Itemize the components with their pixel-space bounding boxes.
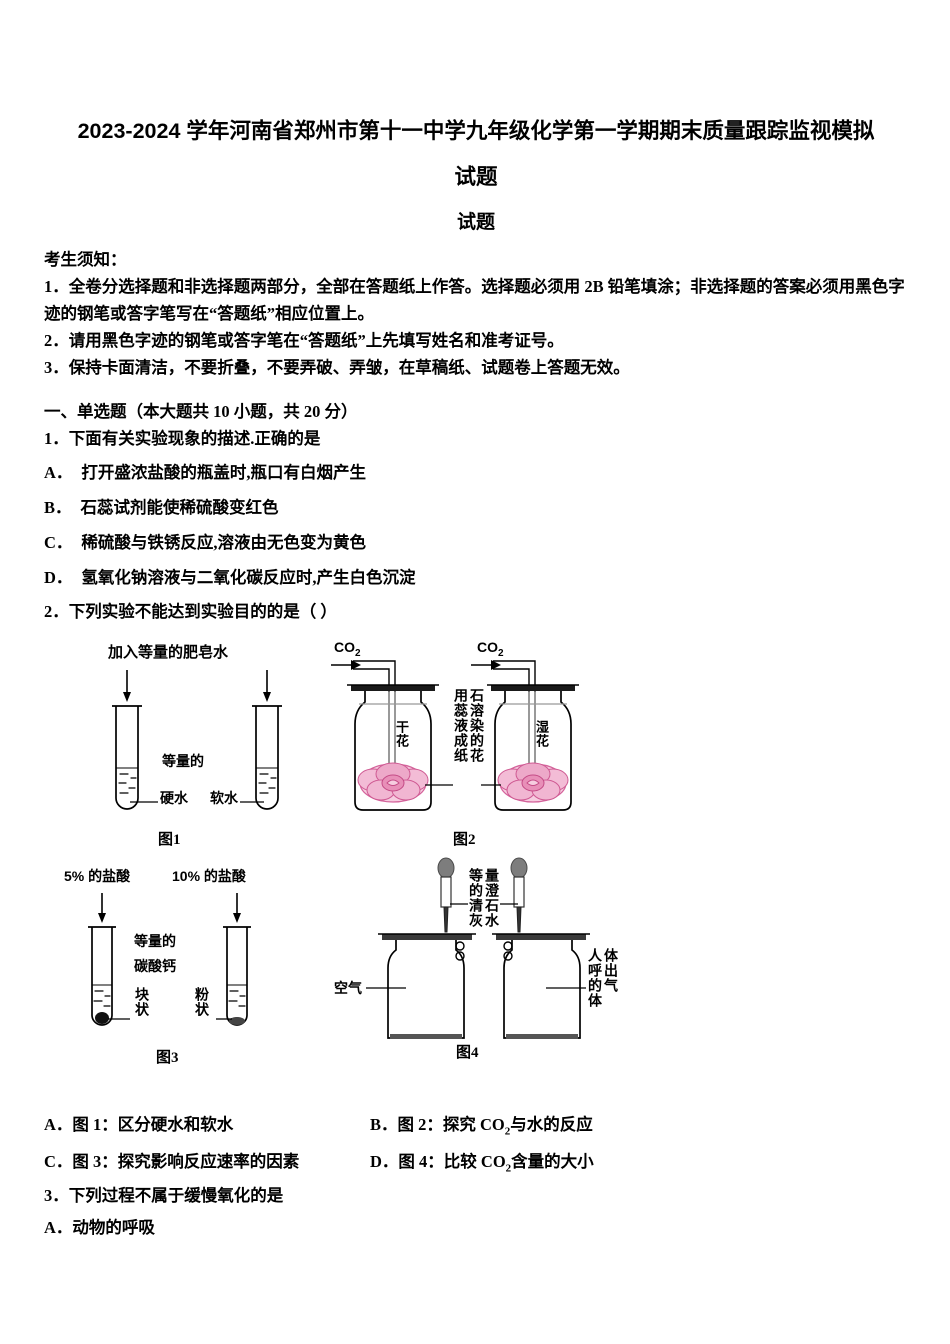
page-title-line2: 试题 <box>454 165 498 189</box>
figure-2-gas-label-right: CO2 <box>477 639 504 659</box>
figure-2-bottle-left-label: 干花 <box>394 720 409 748</box>
option-label: B． <box>370 1115 398 1134</box>
gas-formula-subscript: 2 <box>498 647 504 659</box>
question-2-option-b: B．图 2：探究 CO2与水的反应 <box>370 1111 593 1137</box>
figure-caption-word: 图 <box>156 1049 172 1066</box>
notice-item-1: 1．全卷分选择题和非选择题两部分，全部在答题纸上作答。选择题必须用 2B 铅笔填… <box>44 277 905 323</box>
figure-caption-word: 图 <box>456 1044 472 1061</box>
question-2-figure-group: 加入等量的肥皂水 <box>44 636 906 1076</box>
candidate-notice: 考生须知： 1．全卷分选择题和非选择题两部分，全部在答题纸上作答。选择题必须用 … <box>44 246 906 381</box>
notice-item-2: 2．请用黑色字迹的钢笔或答字笔在“答题纸”上先填写姓名和准考证号。 <box>44 331 564 350</box>
figure-3-reaction-rate-factors: 5% 的盐酸 10% 的盐酸 <box>44 861 334 1071</box>
figure-4-left-label: 空气 <box>334 980 362 996</box>
figure-3-left-top-label: 5% 的盐酸 <box>64 868 131 884</box>
litmus-paper-flower-right <box>497 762 569 803</box>
figure-2-co2-water-reaction: CO2 CO2 <box>329 636 629 851</box>
option-text: 图 1：区分硬水和软水 <box>72 1115 234 1134</box>
option-label: C． <box>44 1152 73 1171</box>
option-text: 图 4：比较 CO <box>398 1152 506 1171</box>
option-subscript: 2 <box>504 1125 511 1138</box>
figure-3-drawing <box>88 893 251 1026</box>
page-title: 2023-2024 学年河南省郑州市第十一中学九年级化学第一学期期末质量跟踪监视… <box>48 108 904 200</box>
figure-4-co2-content-comparison: 等的清灰 量澄石水 空气 人呼的体 体出气 图4 <box>334 856 634 1071</box>
question-2-option-c: C．图 3：探究影响反应速率的因素 <box>44 1148 299 1172</box>
notice-item-3: 3．保持卡面清洁，不要折叠，不要弄破、弄皱，在草稿纸、试题卷上答题无效。 <box>44 358 630 377</box>
figure-caption-number: 4 <box>471 1045 479 1061</box>
figure-4-right-column-1: 人呼的体 <box>587 948 603 1008</box>
option-text: 石蕊试剂能使稀硫酸变红色 <box>80 498 279 517</box>
figure-1-drawing <box>112 670 282 810</box>
page-subtitle: 试题 <box>456 212 495 233</box>
gas-formula: CO <box>477 639 498 655</box>
figure-caption-word: 图 <box>453 831 469 848</box>
option-label: A． <box>44 1115 73 1134</box>
question-1-option-a: A． 打开盛浓盐酸的瓶盖时,瓶口有白烟产生 <box>44 459 366 483</box>
figure-4-drawing <box>366 857 590 1039</box>
option-label: B． <box>44 498 72 517</box>
option-text: 氢氧化钠溶液与二氧化碳反应时,产生白色沉淀 <box>81 568 416 587</box>
figure-4-right-column-2: 体出气 <box>603 948 619 993</box>
figure-3-caption: 图3 <box>156 1046 179 1067</box>
figure-1-caption: 图1 <box>158 828 181 849</box>
figure-3-middle-label-line2: 碳酸钙 <box>134 958 176 974</box>
question-2-option-d: D．图 4：比较 CO2含量的大小 <box>370 1148 594 1174</box>
notice-heading: 考生须知： <box>44 250 127 269</box>
option-label: A． <box>44 463 73 482</box>
option-label: D． <box>44 568 73 587</box>
option-subscript: 2 <box>505 1162 512 1175</box>
figure-1-top-label: 加入等量的肥皂水 <box>108 644 229 661</box>
option-text: 打开盛浓盐酸的瓶盖时,瓶口有白烟产生 <box>81 463 367 482</box>
option-label: D． <box>370 1152 399 1171</box>
option-text-suffix: 与水的反应 <box>510 1115 593 1134</box>
figure-2-drawing <box>331 660 579 811</box>
figure-1-left-label: 硬水 <box>160 790 188 806</box>
section-heading: 一、单选题（本大题共 10 小题，共 20 分） <box>44 402 358 421</box>
figure-caption-number: 3 <box>171 1050 179 1066</box>
question-3-option-a: A．动物的呼吸 <box>44 1218 155 1237</box>
question-1-option-d: D． 氢氧化钠溶液与二氧化碳反应时,产生白色沉淀 <box>44 564 416 588</box>
question-1-option-b: B． 石蕊试剂能使稀硫酸变红色 <box>44 494 279 518</box>
gas-formula-subscript: 2 <box>355 647 361 659</box>
dropper-right <box>510 857 528 933</box>
dropper-left <box>437 857 455 933</box>
figure-3-right-state-label: 粉状 <box>194 987 210 1017</box>
figure-4-middle-column-1: 等的清灰 <box>468 868 484 928</box>
figure-4-middle-column-2: 量澄石水 <box>484 868 500 928</box>
figure-3-right-top-label: 10% 的盐酸 <box>172 868 246 884</box>
option-text: 稀硫酸与铁锈反应,溶液由无色变为黄色 <box>81 533 367 552</box>
litmus-paper-flower-left <box>357 762 429 803</box>
figure-4-caption: 图4 <box>456 1041 479 1062</box>
option-text: 图 3：探究影响反应速率的因素 <box>72 1152 300 1171</box>
figure-caption-number: 2 <box>468 832 476 848</box>
option-text: 图 2：探究 CO <box>397 1115 505 1134</box>
figure-1-right-label: 软水 <box>210 790 238 806</box>
figure-2-middle-column-1: 用蕊液成纸 <box>453 688 469 763</box>
option-label: C． <box>44 533 73 552</box>
gas-formula: CO <box>334 639 355 655</box>
figure-2-caption: 图2 <box>453 828 476 849</box>
figure-1-middle-label: 等量的 <box>162 753 204 769</box>
figure-2-middle-column-2: 石溶染的花 <box>469 688 485 763</box>
question-1-stem: 1．下面有关实验现象的描述.正确的是 <box>44 429 321 448</box>
figure-2-gas-label-left: CO2 <box>334 639 361 659</box>
figure-2-bottle-right-label: 湿花 <box>534 720 549 748</box>
question-2-option-a: A．图 1：区分硬水和软水 <box>44 1111 233 1135</box>
figure-caption-word: 图 <box>158 831 174 848</box>
figure-3-middle-label-line1: 等量的 <box>134 933 176 949</box>
page-title-line1: 2023-2024 学年河南省郑州市第十一中学九年级化学第一学期期末质量跟踪监视… <box>77 119 875 143</box>
option-text-suffix: 含量的大小 <box>511 1152 594 1171</box>
figure-1-hard-soft-water: 加入等量的肥皂水 <box>62 636 332 849</box>
question-2-stem: 2．下列实验不能达到实验目的的是（ ） <box>44 602 337 621</box>
figure-3-left-state-label: 块状 <box>134 987 150 1017</box>
figure-caption-number: 1 <box>173 832 181 848</box>
question-1-option-c: C． 稀硫酸与铁锈反应,溶液由无色变为黄色 <box>44 529 366 553</box>
question-3-stem: 3．下列过程不属于缓慢氧化的是 <box>44 1186 284 1205</box>
